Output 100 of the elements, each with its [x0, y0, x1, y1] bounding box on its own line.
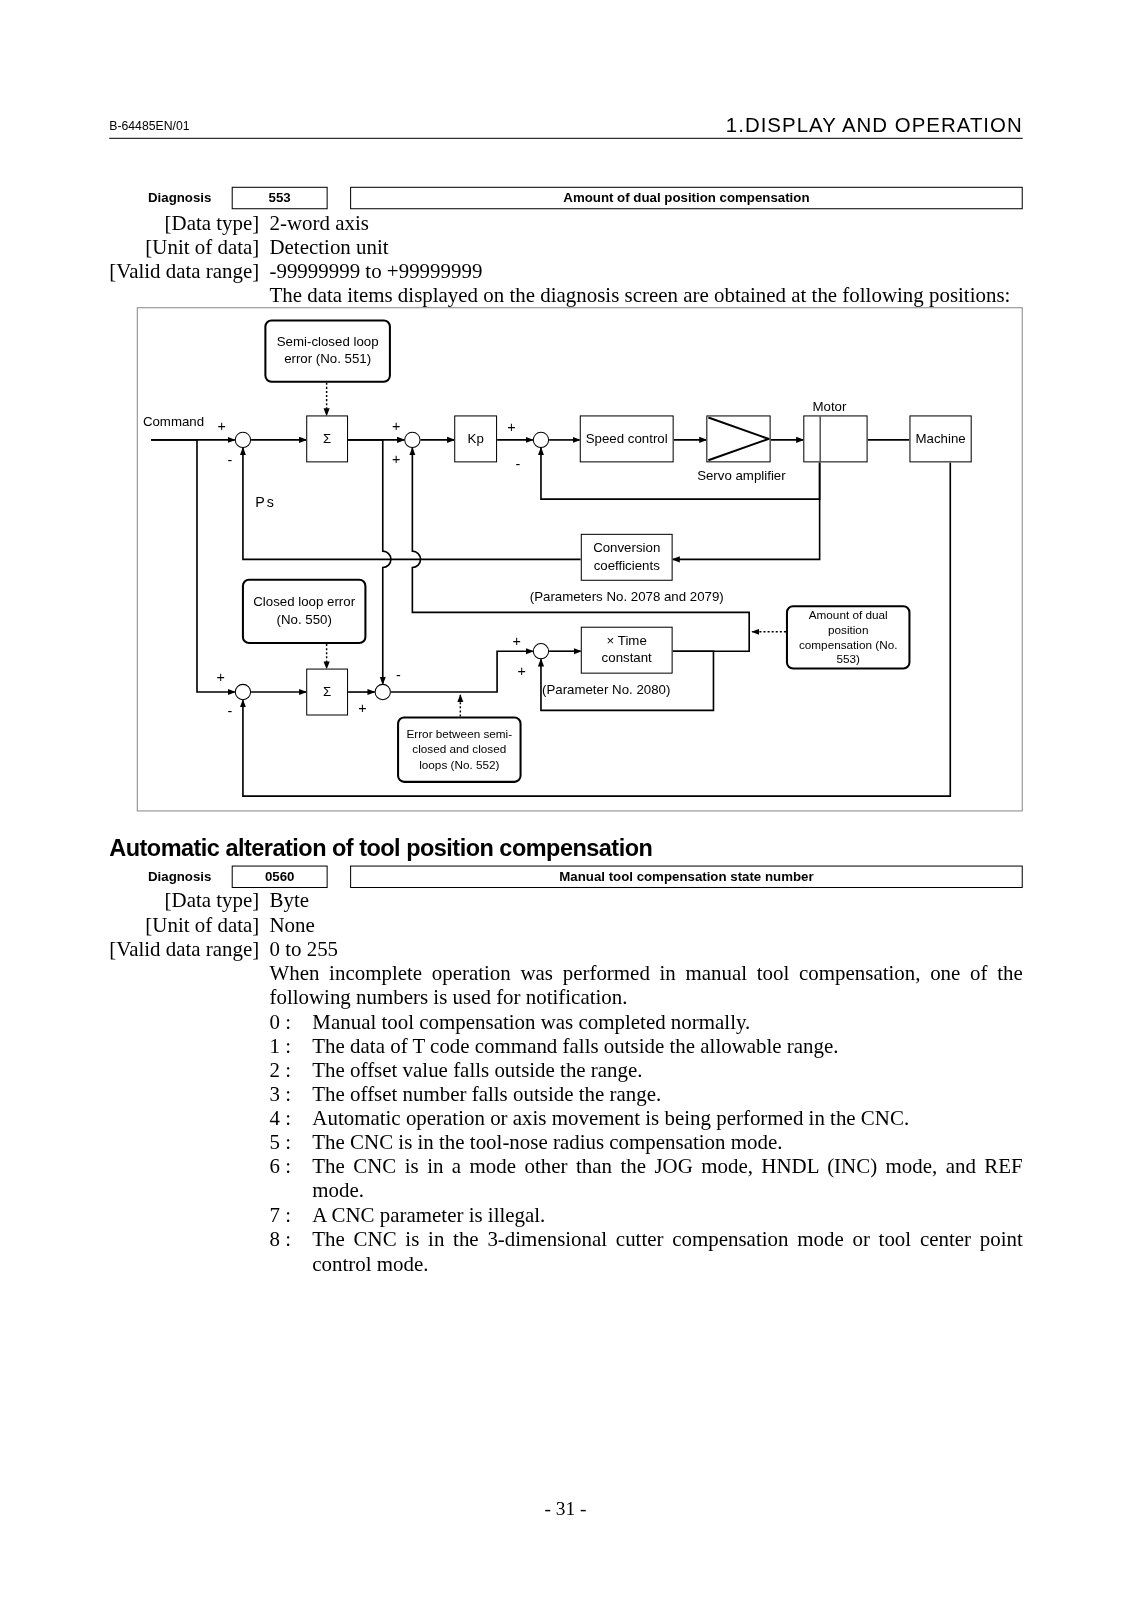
header-code: B-64485EN/01 [109, 118, 190, 133]
sign-mark: + [391, 417, 401, 434]
signal-line [866, 439, 911, 441]
signal-arrow [537, 650, 715, 712]
list-number: 3 : [269, 1082, 291, 1107]
signal-arrow [769, 436, 805, 443]
gain-block [454, 415, 498, 463]
signal-arrow [250, 688, 308, 696]
list-item-text: The offset number falls outside the range. [312, 1082, 663, 1107]
leader-line [751, 628, 787, 635]
page-number: - 31 - [544, 1497, 587, 1520]
annotation-box [264, 319, 391, 383]
block-label: Σ [323, 430, 332, 448]
field-value: None [269, 913, 315, 937]
sign-mark: - [515, 455, 521, 472]
signal-arrow [347, 439, 392, 685]
list-item-text: The CNC is in a mode other than the JOG mode, HNDL (INC) mode, and REF mode. [312, 1154, 1023, 1203]
paragraph: When incomplete operation was performed in manual tool compensation, one of the following numbers is used for notification. [269, 961, 1023, 1010]
signal-arrow [672, 436, 708, 443]
input-label: Command [142, 413, 213, 440]
sign-mark: + [391, 451, 401, 468]
list-number: 1 : [269, 1035, 291, 1059]
signal-arrow [347, 688, 376, 696]
sigma-block [306, 668, 349, 716]
field-value: The data items displayed on the diagnosis screen are obtained at the following positions: [269, 283, 1011, 308]
leader-line [457, 694, 464, 718]
block-label: Kp [467, 430, 484, 448]
diagnosis-label: Diagnosis [148, 868, 212, 884]
diagnosis-label: Diagnosis [148, 189, 212, 206]
time-constant-block [580, 626, 673, 674]
list-number: 6 : [269, 1154, 291, 1178]
summing-junction [532, 431, 550, 449]
signal-arrow [390, 648, 534, 693]
list-item-text: Manual tool compensation was completed normally. [312, 1010, 752, 1035]
list-number: 5 : [269, 1130, 291, 1155]
list-item-text: The data of T code command falls outside the allowable range. [312, 1035, 840, 1059]
list-number: 4 : [269, 1106, 291, 1130]
block-label: Σ [323, 683, 332, 701]
summing-junction [532, 643, 550, 660]
signal-arrow [548, 648, 582, 655]
signal-arrow [150, 439, 236, 696]
signal-arrow [239, 447, 582, 561]
sign-mark: - [396, 666, 401, 683]
list-number: 7 : [269, 1203, 291, 1227]
field-value: Detection unit [269, 235, 389, 260]
field-value: 2-word axis [269, 211, 369, 235]
list-item-text: A CNC parameter is illegal. [312, 1203, 547, 1228]
field-label: [Unit of data] [145, 913, 260, 937]
block-label: Error between semi-closed and closed loops (No. 552) [405, 726, 514, 773]
block-label: Closed loop error (No. 550) [252, 594, 357, 629]
block-label: Conversion coefficients [592, 540, 662, 575]
block-label: Amount of dual position compensation (No. 553) [797, 606, 899, 668]
conversion-block [580, 533, 673, 581]
signal-arrow [239, 461, 952, 797]
field-label: [Data type] [164, 889, 260, 913]
annotation-box [397, 716, 522, 783]
field-label: [Unit of data] [145, 235, 260, 260]
sign-mark: + [507, 418, 516, 435]
field-label: [Valid data range] [109, 938, 260, 962]
block-label: Speed control [585, 430, 668, 448]
sign-mark: + [216, 668, 225, 685]
leader-line [323, 382, 330, 417]
field-value: -99999999 to +99999999 [269, 259, 483, 283]
summing-junction [234, 683, 252, 701]
chapter-title: 1.DISPLAY AND OPERATION [725, 113, 1023, 137]
list-item-text: The CNC is in the 3-dimensional cutter compensation mode or tool center point control mode. [312, 1227, 1023, 1276]
signal-arrow [671, 461, 821, 563]
list-item-text: Automatic operation or axis movement is being performed in the CNC. [312, 1106, 911, 1131]
speed-control-block [579, 415, 674, 463]
sign-mark: + [512, 632, 521, 650]
summing-junction [374, 683, 391, 701]
sign-mark: + [358, 700, 367, 717]
annotation-box [785, 605, 911, 670]
signal-arrow [496, 436, 534, 443]
annotation-box [241, 578, 367, 645]
machine-block [909, 415, 972, 463]
component-label: Servo amplifier [697, 467, 786, 485]
list-number: 8 : [269, 1227, 291, 1252]
signal-arrow [250, 436, 308, 443]
parameter-note: (Parameter No. 2080) [542, 681, 671, 698]
signal-arrow [548, 436, 581, 443]
list-item-text: The CNC is in the tool-nose radius compensation mode. [312, 1130, 784, 1155]
field-value: 0 to 255 [269, 938, 339, 962]
block-label: × Time constant [600, 632, 653, 668]
signal-arrow [409, 447, 750, 653]
sigma-block [306, 415, 349, 463]
sign-mark: - [227, 702, 233, 719]
sign-mark: + [217, 417, 226, 434]
field-label: [Valid data range] [109, 259, 260, 283]
block-label: Semi-closed loop error (No. 551) [275, 333, 380, 369]
block-label: Machine [915, 430, 966, 448]
field-value: Byte [269, 889, 309, 913]
summing-junction [404, 431, 421, 449]
leader-line [323, 643, 330, 670]
signal-arrow [537, 447, 821, 500]
section-heading: Automatic alteration of tool position compensation [109, 834, 653, 863]
list-number: 2 : [269, 1058, 291, 1082]
field-label: [Data type] [164, 211, 260, 235]
signal-arrow [419, 436, 456, 443]
list-number: 0 : [269, 1010, 291, 1034]
